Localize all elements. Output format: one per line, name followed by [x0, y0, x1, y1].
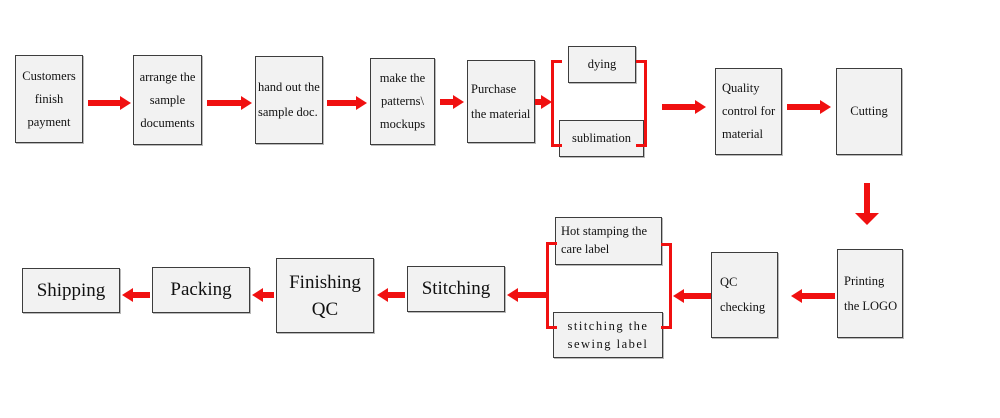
- arrow-stitching-to-finishing: [377, 288, 405, 302]
- node-label-line: checking: [720, 300, 766, 314]
- node-qc-checking: QC checking: [711, 252, 778, 338]
- arrow-printing-to-qc-checking: [791, 289, 835, 303]
- node-sublimation: sublimation: [559, 120, 644, 157]
- node-label-line: hand out the: [258, 80, 320, 94]
- node-label-line: Quality: [722, 81, 760, 95]
- node-label-line: Stitching: [421, 278, 491, 299]
- arrow-label-group-to-stitching: [507, 288, 548, 302]
- bracket-open-dye-group: [551, 60, 562, 147]
- node-label-line: control for: [722, 104, 776, 118]
- node-arrange-sample-documents: arrange the sample documents: [133, 55, 202, 145]
- node-hot-stamping-care-label: Hot stamping the care label: [555, 217, 662, 265]
- node-label-line: finish: [34, 91, 64, 106]
- arrow-dye-group-to-quality: [662, 100, 706, 114]
- arrow-cutting-to-printing: [855, 183, 879, 225]
- node-dying: dying: [568, 46, 636, 83]
- arrow-patterns-to-purchase: [440, 95, 464, 109]
- node-label-line: Cutting: [850, 104, 888, 118]
- node-label-line: Finishing: [289, 271, 361, 293]
- node-label-line: the LOGO: [844, 298, 898, 313]
- node-label-line: material: [722, 127, 763, 141]
- node-stitching: Stitching: [407, 266, 505, 312]
- node-hand-out-sample-doc: hand out the sample doc.: [255, 56, 323, 144]
- arrow-arrange-to-handout: [207, 96, 252, 110]
- arrow-packing-to-shipping: [122, 288, 150, 302]
- node-label-line: sewing label: [567, 337, 649, 351]
- node-label-line: sublimation: [571, 131, 632, 145]
- node-label-line: QC: [311, 298, 339, 320]
- node-quality-control-material: Quality control for material: [715, 68, 782, 155]
- node-make-patterns-mockups: make the patterns\ mockups: [370, 58, 435, 145]
- node-label-line: care label: [561, 242, 610, 256]
- node-label-line: make the: [379, 71, 426, 85]
- node-label-line: QC: [720, 275, 738, 289]
- node-label-line: patterns\: [380, 94, 425, 108]
- node-label-line: Purchase: [471, 81, 517, 96]
- arrow-handout-to-patterns: [327, 96, 367, 110]
- arrow-finishing-to-packing: [252, 288, 274, 302]
- node-label-line: stitching the: [567, 319, 649, 333]
- bracket-close-dye-group: [636, 60, 647, 147]
- node-label-line: Customers: [22, 68, 76, 83]
- node-label-line: Shipping: [36, 279, 106, 301]
- node-label-line: mockups: [379, 117, 426, 131]
- node-cutting: Cutting: [836, 68, 902, 155]
- node-label-line: Hot stamping the: [561, 224, 648, 238]
- node-label-line: documents: [140, 115, 195, 130]
- arrow-purchase-to-dye-group: [535, 95, 552, 109]
- node-label-line: the material: [471, 106, 531, 121]
- bracket-close-label-group: [661, 243, 672, 329]
- node-packing: Packing: [152, 267, 250, 313]
- node-stitching-sewing-label: stitching the sewing label: [553, 312, 663, 358]
- node-shipping: Shipping: [22, 268, 120, 313]
- node-label-line: sample: [149, 92, 186, 107]
- node-label-line: dying: [587, 57, 617, 71]
- node-label-line: arrange the: [139, 69, 196, 84]
- arrow-customers-to-arrange: [88, 96, 131, 110]
- node-label-line: payment: [27, 114, 71, 129]
- node-customers-finish-payment: Customers finish payment: [15, 55, 83, 143]
- node-label-line: Printing: [844, 273, 885, 288]
- arrow-quality-to-cutting: [787, 100, 831, 114]
- node-finishing-qc: Finishing QC: [276, 258, 374, 333]
- node-label-line: sample doc.: [258, 105, 318, 119]
- bracket-open-label-group: [546, 242, 557, 329]
- node-printing-logo: Printing the LOGO: [837, 249, 903, 338]
- arrow-qc-checking-to-label-group: [673, 289, 711, 303]
- node-label-line: Packing: [170, 279, 232, 300]
- node-purchase-material: Purchase the material: [467, 60, 535, 143]
